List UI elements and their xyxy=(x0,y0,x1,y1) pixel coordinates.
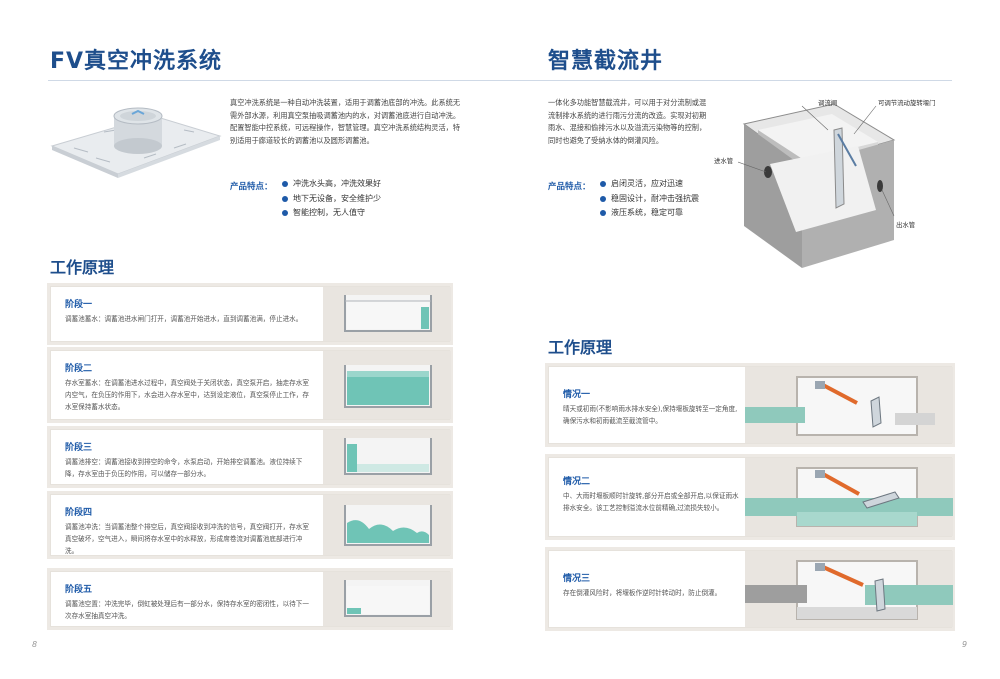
page-title-vacuum-flush: FV真空冲洗系统 xyxy=(50,49,223,74)
stage-title: 阶段一 xyxy=(65,300,93,310)
feature-item: 液压系统，稳定可靠 xyxy=(600,206,699,221)
feature-item: 地下无设备，安全维护少 xyxy=(282,192,381,207)
feature-item: 启闭灵活，应对迅速 xyxy=(600,177,699,192)
bullet-icon xyxy=(282,181,288,187)
stage-diagram xyxy=(323,572,451,626)
vacuum-flush-intro: 真空冲洗系统是一种自动冲洗装置，适用于调蓄池底部的冲洗。此系统无需外部水源，利用… xyxy=(230,98,461,145)
interception-well-image xyxy=(738,103,896,268)
stage-desc: 调蓄池排空：调蓄池接收到排空的命令，水泵启动，开始排空调蓄池。液位持续下降，存水… xyxy=(65,458,303,478)
case-title: 情况一 xyxy=(563,390,591,400)
case-desc: 晴天或初雨(不影响雨水排水安全),保持堰板旋转至一定角度,确保污水和初雨截流至截… xyxy=(563,405,738,425)
stage-desc: 存水室蓄水：在调蓄池进水过程中，真空阀处于关闭状态，真空泵开启，抽走存水室内空气… xyxy=(65,379,309,411)
features-label: 产品特点： xyxy=(230,182,273,192)
stage-title: 阶段三 xyxy=(65,443,93,453)
features-list: 启闭灵活，应对迅速 稳固设计，耐冲击强抗震 液压系统，稳定可靠 xyxy=(600,177,699,221)
stage-card: 阶段五 调蓄池空置：冲洗完毕，倒虹被处理后有一部分水，保持存水室的密闭性，以待下… xyxy=(50,571,451,627)
stage-card: 阶段三 调蓄池排空：调蓄池接收到排空的命令，水泵启动，开始排空调蓄池。液位持续下… xyxy=(50,429,451,485)
case-title: 情况二 xyxy=(563,477,591,487)
case-diagram xyxy=(745,551,953,627)
case-title: 情况三 xyxy=(563,574,591,584)
callout-outlet-pipe: 出水管 xyxy=(896,221,916,229)
stage-diagram xyxy=(323,351,451,419)
stage-card: 阶段四 调蓄池冲洗：当调蓄池整个排空后，真空阀接收到冲洗的信号，真空阀打开，存水… xyxy=(50,494,451,556)
stage-title: 阶段五 xyxy=(65,585,93,595)
page-number: 8 xyxy=(32,640,38,649)
callout-weir-gate: 调流闸 xyxy=(818,99,838,107)
section-title-principle: 工作原理 xyxy=(50,258,115,277)
case-desc: 中、大雨时堰板顺时针旋转,部分开启或全部开启,以保证雨水排水安全。该工艺控制溢流… xyxy=(563,492,739,512)
case-diagram xyxy=(745,458,953,536)
stage-desc: 调蓄池蓄水：调蓄池进水闸门打开，调蓄池开始进水，直到调蓄池满，停止进水。 xyxy=(65,315,303,323)
features-label: 产品特点： xyxy=(548,182,591,192)
stage-desc: 调蓄池空置：冲洗完毕，倒虹被处理后有一部分水，保持存水室的密闭性，以待下一次存水… xyxy=(65,600,309,620)
case-desc: 存在倒灌风险时，将堰板作逆时针转动时，防止倒灌。 xyxy=(563,589,722,597)
title-divider xyxy=(500,80,952,81)
case-card: 情况三 存在倒灌风险时，将堰板作逆时针转动时，防止倒灌。 xyxy=(548,550,953,628)
case-card: 情况一 晴天或初雨(不影响雨水排水安全),保持堰板旋转至一定角度,确保污水和初雨… xyxy=(548,366,953,444)
stage-desc: 调蓄池冲洗：当调蓄池整个排空后，真空阀接收到冲洗的信号，真空阀打开，存水室真空破… xyxy=(65,523,309,555)
bullet-icon xyxy=(282,195,288,202)
bullet-icon xyxy=(600,181,606,187)
feature-item: 稳固设计，耐冲击强抗震 xyxy=(600,192,699,207)
vacuum-flush-product-image xyxy=(50,107,222,178)
feature-item: 冲洗水头高，冲洗效果好 xyxy=(282,177,381,192)
title-divider xyxy=(48,80,500,81)
stage-card: 阶段一 调蓄池蓄水：调蓄池进水闸门打开，调蓄池开始进水，直到调蓄池满，停止进水。 xyxy=(50,286,451,342)
stage-title: 阶段四 xyxy=(65,508,93,518)
stage-diagram xyxy=(323,287,451,341)
page-title-interception-well: 智慧截流井 xyxy=(548,49,664,74)
feature-item: 智能控制，无人值守 xyxy=(282,206,381,221)
stage-diagram xyxy=(323,495,451,555)
callout-adjustable-gate: 可调节流动旋转堰门 xyxy=(878,99,936,107)
stage-card: 阶段二 存水室蓄水：在调蓄池进水过程中，真空阀处于关闭状态，真空泵开启，抽走存水… xyxy=(50,350,451,420)
stage-title: 阶段二 xyxy=(65,364,93,374)
right-page: 智慧截流井 一体化多功能智慧截流井，可以用于对分流制或混流制排水系统的进行雨污分… xyxy=(500,0,1000,679)
interception-well-intro: 一体化多功能智慧截流井，可以用于对分流制或混流制排水系统的进行雨污分流的改造。实… xyxy=(548,98,707,145)
case-card: 情况二 中、大雨时堰板顺时针旋转,部分开启或全部开启,以保证雨水排水安全。该工艺… xyxy=(548,457,953,537)
bullet-icon xyxy=(282,210,288,216)
bullet-icon xyxy=(600,210,606,216)
stage-diagram xyxy=(323,430,451,484)
section-title-principle: 工作原理 xyxy=(548,338,613,357)
case-diagram xyxy=(745,367,953,443)
left-page: FV真空冲洗系统 真空冲洗系统是一种自动冲洗装置，适用于调蓄池底部的冲洗。此系统… xyxy=(32,49,500,649)
bullet-icon xyxy=(600,195,606,202)
callout-inlet-pipe: 进水管 xyxy=(714,157,734,165)
page-number: 9 xyxy=(962,640,968,649)
features-list: 冲洗水头高，冲洗效果好 地下无设备，安全维护少 智能控制，无人值守 xyxy=(282,177,381,221)
